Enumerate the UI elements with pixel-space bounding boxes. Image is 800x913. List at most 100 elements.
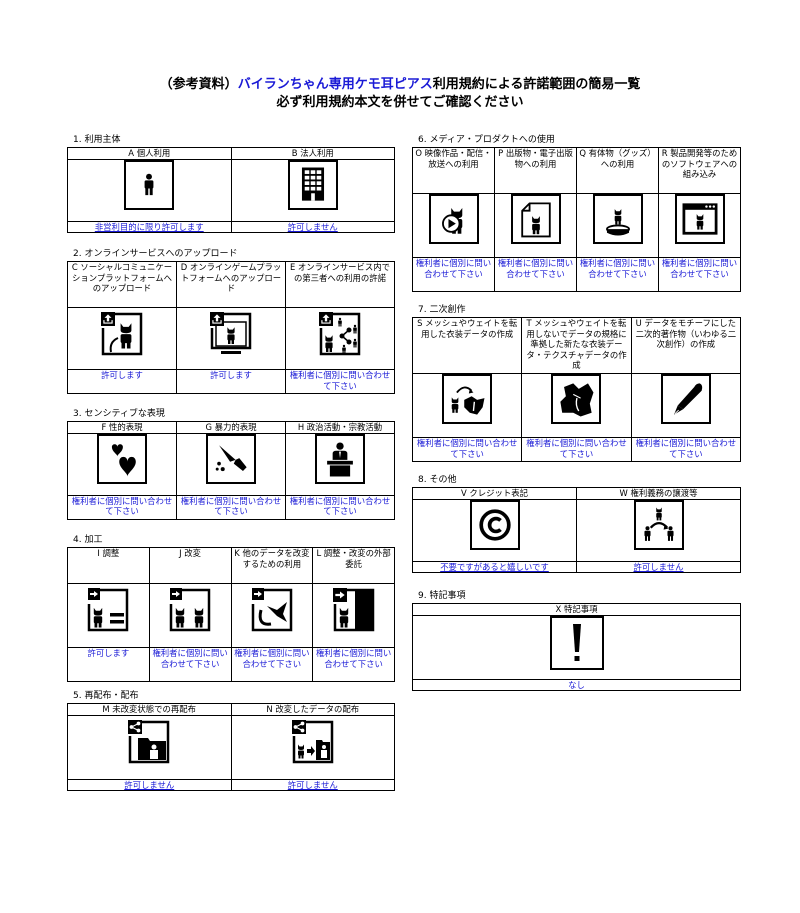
software-icon [674,194,725,244]
item-header: S メッシュやウェイトを転用した衣装データの作成 [411,317,523,374]
permission-result: 権利者に個別に問い合わせて下さい [230,647,314,682]
distribute-modified-icon [287,715,338,766]
permission-result: 権利者に個別に問い合わせて下さい [67,494,177,520]
section-online-upload: 2. オンラインサービスへのアップロード C ソーシャルコミュニケーションプラッ… [67,248,395,394]
section-redistribution: 5. 再配布・配布 M 未改変状態での再配布 N 改変したデータの配布 許可しま… [67,690,395,791]
item-header: M 未改変状態での再配布 [67,703,232,716]
product-name: バイランちゃん専用ケモ耳ピアス [237,77,433,92]
item-header: N 改変したデータの配布 [230,703,395,716]
person-icon [124,159,175,210]
permission-result: 許可しません [230,778,395,791]
permission-table: X 特記事項 なし [412,603,741,691]
title-suffix: 利用規約による許諾範囲の簡易一覧 [432,77,641,92]
item-header: E オンラインサービス内での第三者への利用の許諾 [285,261,395,308]
item-header: T メッシュやウェイトを転用しないでデータの規格に準拠した新たな衣装データ・テク… [521,317,632,374]
item-header: Q 有体物（グッズ）への利用 [576,147,659,194]
section-label: 4. 加工 [73,535,103,545]
modify-icon [165,584,216,634]
item-header: D オンラインゲームプラットフォームへのアップロード [176,261,286,308]
item-header: P 出版物・電子出版物への利用 [494,147,577,194]
section-label: 7. 二次創作 [418,305,466,315]
permission-table: C ソーシャルコミュニケーションプラットフォームへのアップロード D オンライン… [67,261,395,394]
adjust-icon [83,584,134,634]
permission-table: M 未改変状態での再配布 N 改変したデータの配布 許可しません 許可しません [67,703,395,791]
section-label: 5. 再配布・配布 [73,691,139,701]
item-header: U データをモチーフにした二次的著作物（いわゆる二次創作）の作成 [630,317,742,374]
section-media-products: 6. メディア・プロダクトへの使用 O 映像作品・配信・放送への利用 P 出版物… [412,134,741,292]
permission-result: 許可します [67,369,177,394]
permission-result: 権利者に個別に問い合わせて下さい [412,257,495,292]
item-header: O 映像作品・配信・放送への利用 [412,147,495,194]
permission-result: 非営利目的に限り許可します [67,220,232,233]
permission-result: 権利者に個別に問い合わせて下さい [176,494,286,520]
section-label: 8. その他 [418,475,457,485]
section-other: 8. その他 V クレジット表記 W 権利義務の譲渡等 不要ですがあると嬉しいで… [412,474,741,573]
permission-result: 許可します [67,647,150,682]
permission-result: 許可しません [230,220,395,233]
page-title: （参考資料）バイランちゃん専用ケモ耳ピアス利用規約による許諾範囲の簡易一覧 [0,76,800,93]
item-header: R 製品開発等のためのソフトウェアへの組み込み [658,147,741,194]
outsource-icon [328,584,379,634]
building-icon [287,159,338,210]
item-header: I 調整 [67,547,150,584]
upload-share-icon [315,308,365,358]
permission-result: なし [412,678,741,691]
page-subtitle: 必ず利用規約本文を併せてご確認ください [276,95,524,110]
section-usage-subject: 1. 利用主体 A 個人利用 B 法人利用 非営利目的に限り許可します 許可しま… [67,134,395,233]
section-special-notes: 9. 特記事項 X 特記事項 なし [412,590,741,691]
permission-result: 権利者に個別に問い合わせて下さい [576,257,659,292]
permission-table: S メッシュやウェイトを転用した衣装データの作成 T メッシュやウェイトを転用し… [411,317,742,462]
permission-result: 不要ですがあると嬉しいです [412,560,577,573]
item-header: B 法人利用 [230,147,395,160]
redistribute-icon [124,715,175,766]
item-header: A 個人利用 [67,147,232,160]
permission-result: 権利者に個別に問い合わせて下さい [630,437,742,462]
transfer-rights-icon [633,499,684,550]
section-label: 9. 特記事項 [418,591,466,601]
upload-game-icon [206,308,256,358]
permission-result: 権利者に個別に問い合わせて下さい [658,257,741,292]
permission-table: V クレジット表記 W 権利義務の譲渡等 不要ですがあると嬉しいです 許可しませ… [412,487,741,573]
item-header: C ソーシャルコミュニケーションプラットフォームへのアップロード [67,261,177,308]
pen-icon [660,374,711,424]
section-label: 1. 利用主体 [73,135,121,145]
permission-table: I 調整 J 改変 K 他のデータを改変するための利用 L 調整・改変の外部委託… [67,547,395,682]
copyright-icon [469,499,520,550]
permission-result: 権利者に個別に問い合わせて下さい [285,369,395,394]
goods-icon [592,194,643,244]
permission-result: 権利者に個別に問い合わせて下さい [312,647,395,682]
video-icon [428,194,479,244]
section-derivative-works: 7. 二次創作 S メッシュやウェイトを転用した衣装データの作成 T メッシュや… [411,304,742,462]
reuse-icon [246,584,297,634]
item-header: W 権利義務の譲渡等 [576,487,741,500]
item-header: H 政治活動・宗教活動 [285,421,395,434]
item-header: V クレジット表記 [412,487,577,500]
title-prefix: （参考資料） [159,77,238,92]
costume-transfer-icon [442,374,493,424]
permission-result: 権利者に個別に問い合わせて下さい [494,257,577,292]
publication-icon [510,194,561,244]
permission-result: 権利者に個別に問い合わせて下さい [521,437,632,462]
permission-result: 許可しません [576,560,741,573]
knife-icon [206,433,256,484]
costume-new-icon [551,374,602,424]
item-header: G 暴力的表現 [176,421,286,434]
section-label: 6. メディア・プロダクトへの使用 [418,135,555,145]
exclamation-icon [549,615,604,670]
section-label: 2. オンラインサービスへのアップロード [73,249,238,259]
section-processing: 4. 加工 I 調整 J 改変 K 他のデータを改変するための利用 L 調整・改… [67,534,395,682]
item-header: J 改変 [148,547,232,584]
permission-result: 権利者に個別に問い合わせて下さい [148,647,232,682]
section-sensitive: 3. センシティブな表現 F 性的表現 G 暴力的表現 H 政治活動・宗教活動 … [67,408,395,520]
hearts-icon [97,433,147,484]
section-label: 3. センシティブな表現 [73,409,165,419]
upload-social-icon [97,308,147,358]
item-header: L 調整・改変の外部委託 [312,547,395,584]
permission-table: A 個人利用 B 法人利用 非営利目的に限り許可します 許可しません [67,147,395,233]
permission-result: 権利者に個別に問い合わせて下さい [411,437,523,462]
permission-result: 許可しません [67,778,232,791]
permission-table: F 性的表現 G 暴力的表現 H 政治活動・宗教活動 権利者に個別に問い合わせて… [67,421,395,520]
permission-table: O 映像作品・配信・放送への利用 P 出版物・電子出版物への利用 Q 有体物（グ… [412,147,741,292]
item-header: X 特記事項 [412,603,741,616]
item-header: F 性的表現 [67,421,177,434]
